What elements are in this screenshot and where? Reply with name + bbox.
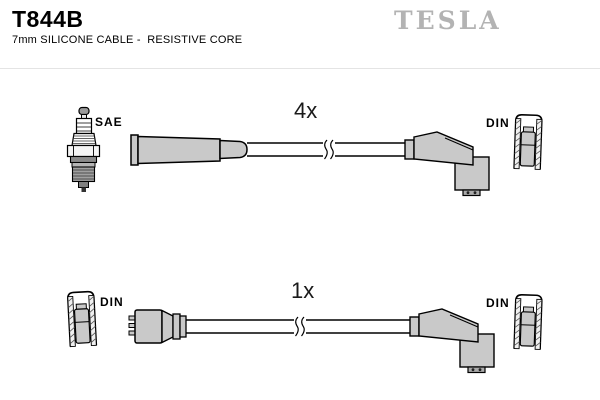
din-connector-icon xyxy=(66,290,98,348)
cable-line xyxy=(186,316,410,337)
elbow-boot-icon xyxy=(404,131,490,197)
sae-terminal-label: SAE xyxy=(95,115,123,129)
quantity-label-row2: 1x xyxy=(291,278,315,303)
quantity-label-row1: 4x xyxy=(294,98,318,123)
cable-assembly-row1 xyxy=(130,131,490,197)
header-divider xyxy=(0,68,600,69)
din-connector-icon xyxy=(513,113,543,171)
tesla-brand-logo: TESLA xyxy=(394,6,502,35)
cable-line xyxy=(247,139,405,160)
din-terminal-label-row1: DIN xyxy=(486,116,510,130)
spark-plug-icon xyxy=(66,106,101,192)
cable-assembly-row2 xyxy=(128,308,495,374)
din-connector-icon xyxy=(513,293,543,351)
straight-plug-boot-icon xyxy=(128,309,187,344)
din-terminal-label-row2-left: DIN xyxy=(100,295,124,309)
straight-boot-icon xyxy=(130,134,248,166)
cable-description: 7mm SILICONE CABLE - RESISTIVE CORE xyxy=(12,34,243,46)
elbow-boot-icon xyxy=(409,308,495,374)
din-terminal-label-row2-right: DIN xyxy=(486,296,510,310)
part-number: T844B xyxy=(12,6,84,32)
